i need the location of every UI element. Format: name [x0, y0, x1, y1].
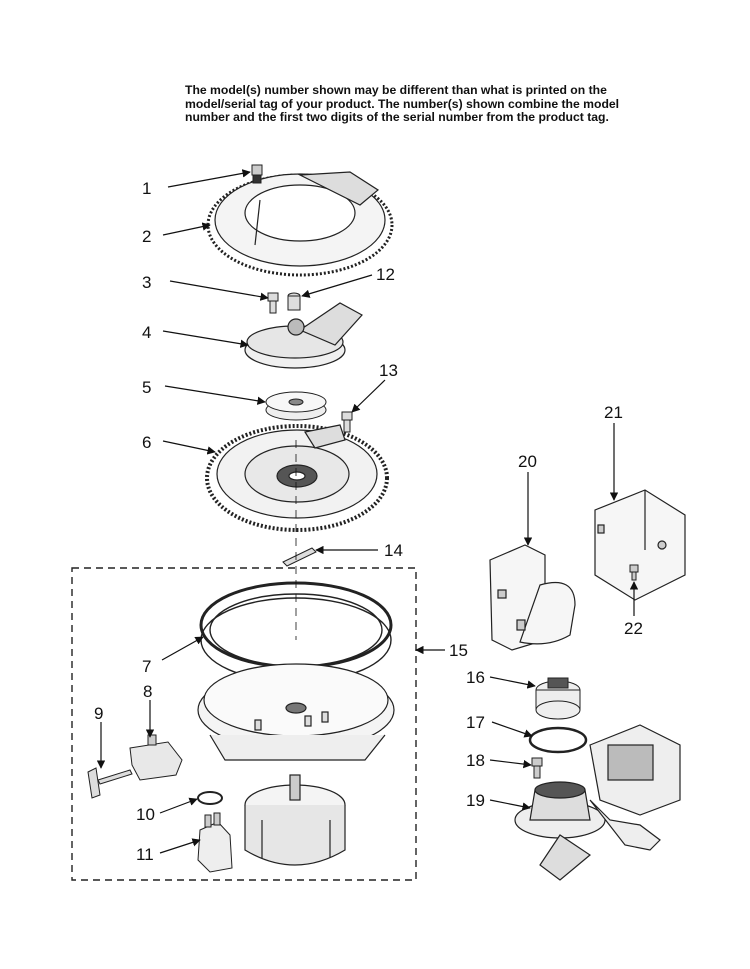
part-4-housing-drawing [244, 302, 363, 369]
leader-18 [489, 759, 532, 769]
callout-21: 21 [604, 403, 623, 422]
callout-14: 14 [384, 541, 403, 560]
note-line-3: number and the first two digits of the s… [185, 110, 609, 124]
leader-16 [489, 676, 536, 689]
callout-7: 7 [142, 657, 151, 676]
leader-2 [162, 222, 211, 236]
model-number-note: The model(s) number shown may be differe… [185, 83, 620, 125]
part-8-bracket-drawing [129, 734, 183, 781]
part-1-screw-drawing [251, 164, 263, 184]
callout-16: 16 [466, 668, 485, 687]
part-17-oring-drawing [528, 726, 588, 754]
part-12-bushing-drawing [287, 292, 301, 311]
leader-4 [162, 330, 249, 348]
part-5-disk-drawing [265, 391, 327, 421]
callout-13: 13 [379, 361, 398, 380]
part-9-clip-drawing [87, 767, 133, 799]
callout-4: 4 [142, 323, 151, 342]
leader-17 [491, 721, 533, 738]
leader-11 [159, 838, 201, 854]
callout-3: 3 [142, 273, 151, 292]
part-21-module-drawing [594, 489, 686, 601]
part-15-base-drawing [197, 663, 395, 761]
note-line-2: model/serial tag of your product. The nu… [185, 96, 620, 111]
callout-22: 22 [624, 619, 643, 638]
callout-15: 15 [449, 641, 468, 660]
callout-8: 8 [143, 682, 152, 701]
callout-5: 5 [142, 378, 151, 397]
leader-6 [162, 440, 216, 455]
callout-2: 2 [142, 227, 151, 246]
callout-6: 6 [142, 433, 151, 452]
leader-19 [489, 799, 531, 811]
part-18-screw-drawing [531, 757, 543, 779]
part-2-ring-drawing [206, 171, 394, 277]
part-10-oring-drawing [197, 791, 223, 805]
leader-5 [164, 385, 266, 405]
part-14-seal-drawing [282, 547, 317, 567]
callout-20: 20 [518, 452, 537, 471]
part-19-drain-pump-drawing [514, 724, 681, 881]
part-20-bracket-drawing [489, 544, 576, 651]
callout-11: 11 [136, 845, 154, 864]
assembly-15-outline [71, 567, 417, 881]
leader-13 [351, 379, 386, 413]
part-16-cap-drawing [535, 677, 581, 720]
part-13-screw-drawing [341, 411, 353, 433]
motor-drawing [244, 774, 346, 866]
part-22-screw-drawing [629, 564, 639, 581]
part-3-screw-drawing [267, 292, 279, 314]
part-6-pump-housing-drawing [205, 424, 389, 532]
leader-10 [159, 797, 198, 814]
callout-17: 17 [466, 713, 485, 732]
leader-7 [161, 636, 204, 661]
note-line-1: The model(s) number shown may be differe… [185, 83, 607, 97]
callout-18: 18 [466, 751, 485, 770]
callout-10: 10 [136, 805, 155, 824]
leader-12 [301, 274, 373, 298]
callout-9: 9 [94, 704, 103, 723]
leader-3 [169, 280, 269, 301]
callout-12: 12 [376, 265, 395, 284]
leader-1 [167, 169, 251, 188]
callout-1: 1 [142, 179, 151, 198]
part-11-sensor-drawing [197, 812, 233, 873]
callout-19: 19 [466, 791, 485, 810]
